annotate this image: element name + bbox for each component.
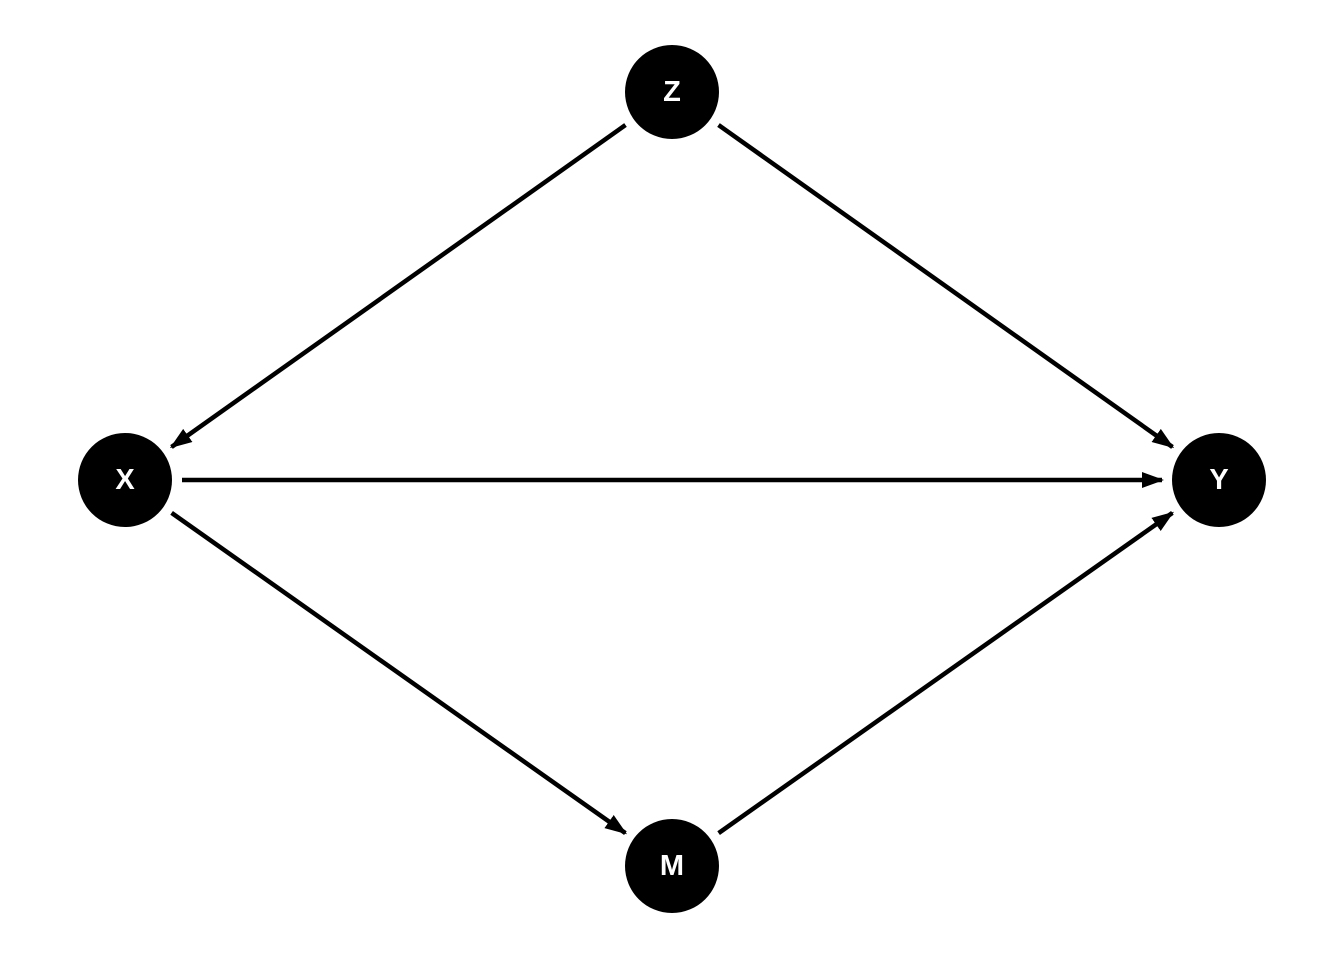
- edge-z-to-y: [717, 123, 1175, 449]
- node-label-m: M: [660, 850, 684, 882]
- node-z: Z: [625, 45, 719, 139]
- node-m: M: [625, 819, 719, 913]
- node-label-z: Z: [663, 76, 681, 108]
- node-y: Y: [1172, 433, 1266, 527]
- node-label-y: Y: [1209, 464, 1228, 496]
- edge-z-to-x: [169, 123, 627, 449]
- edge-x-to-m: [170, 511, 628, 835]
- node-circle-z: [625, 45, 719, 139]
- node-x: X: [78, 433, 172, 527]
- node-circle-m: [625, 819, 719, 913]
- edge-m-to-y: [717, 511, 1175, 835]
- node-circle-x: [78, 433, 172, 527]
- node-label-x: X: [115, 464, 135, 496]
- node-circle-y: [1172, 433, 1266, 527]
